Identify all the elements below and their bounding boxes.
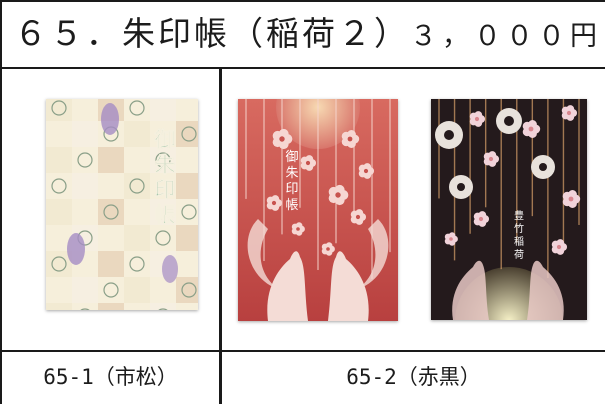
cover-char: 豊 [514,209,524,222]
title-row-divider [0,67,605,69]
goshuincho-65-2-black-image: 豊 竹 稲 荷 [431,99,587,320]
title-price: ３，０００円 [410,21,602,52]
cover-char: 朱 [155,153,177,177]
cover-title-65-2-black: 豊 竹 稲 荷 [514,209,524,261]
caption-row-divider [0,350,605,352]
caption-65-1: 65-1（市松） [43,365,178,389]
goshuincho-65-1-image: 御 朱 印 帳 [46,99,198,310]
table-border-left [0,0,2,404]
goshuincho-65-2-black-cover: 豊 竹 稲 荷 [431,99,587,320]
cover-char: 荷 [514,249,524,261]
cover-char: 御 [154,128,176,152]
cover-char: 御 [285,150,298,165]
cover-char: 帳 [155,203,176,227]
cover-title-65-1: 御 朱 印 帳 [153,128,177,228]
tomoe-crests [435,108,555,199]
vertical-stripes [245,99,391,279]
goshuincho-65-1-cover: 御 朱 印 帳 [46,99,198,310]
cover-char: 印 [155,178,176,202]
page-title: ６５．朱印帳（稲荷２）３，０００円 [14,6,602,62]
cover-char: 印 [285,182,298,197]
title-main: ６５．朱印帳（稲荷２） [14,14,410,53]
cover-title-65-2-red: 御 朱 印 帳 [285,150,298,213]
fox-silhouettes [452,260,564,320]
cherry-blossom-decoration [444,105,581,255]
cover-char: 帳 [285,198,298,213]
cover-char: 竹 [514,222,524,235]
cherry-blossom-decoration [266,128,375,256]
checker-pattern [46,99,198,310]
cover-char: 稲 [514,236,524,248]
table-border-top [0,0,605,2]
wisteria-decoration [67,103,178,283]
column-divider [219,68,222,404]
goshuincho-65-2-red-image: 御 朱 印 帳 [238,99,398,321]
cover-char: 朱 [285,166,298,181]
caption-65-2: 65-2（赤黒） [346,365,481,389]
goshuincho-65-2-red-cover: 御 朱 印 帳 [238,99,398,321]
fox-silhouettes [247,219,389,321]
